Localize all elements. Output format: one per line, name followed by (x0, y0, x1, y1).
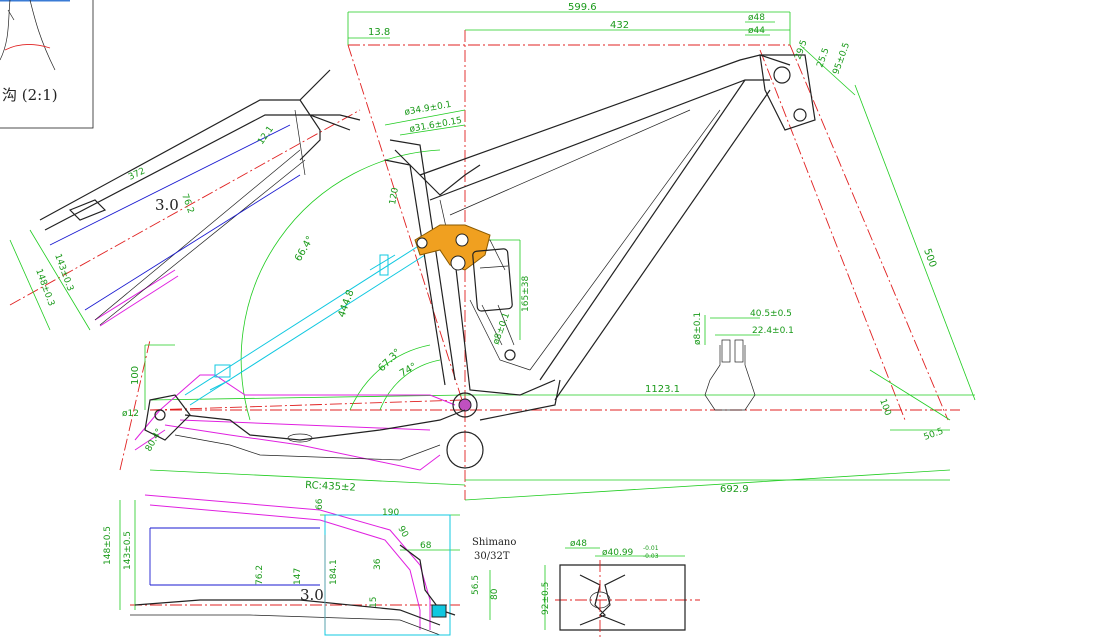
shimano-line1: Shimano (472, 537, 516, 548)
bottom-thickness: 3.0 (300, 586, 324, 604)
dim-wheelbase: 1123.1 (645, 384, 680, 395)
mount-m3: ø8±0.1 (693, 312, 703, 345)
bb-id-tol-lower: -0.03 (643, 553, 659, 560)
bb-detail (559, 560, 686, 640)
bb-id: ø40.99 (602, 548, 634, 558)
mount-m1: 40.5±0.5 (750, 309, 792, 319)
bottom-w4: 147 (293, 568, 303, 585)
fork-width-dim: 76.2 (179, 193, 195, 215)
main-frame (39, 54, 816, 469)
fork-length-dim: 372 (127, 166, 147, 182)
dim-seat-angle: 66.4° (293, 234, 316, 263)
dim-head-offset: 50.5 (923, 427, 945, 443)
detail-box: 沟 (2:1) (0, 0, 94, 129)
bottom-len3: 36 (373, 558, 383, 570)
shock (414, 224, 516, 361)
dim-head-len1: 29.5 (793, 39, 809, 61)
bottom-len5: 56.5 (471, 575, 481, 595)
fork-dim-b: 148±0.3 (33, 268, 56, 308)
bottom-w2: 143±0.5 (123, 531, 133, 570)
dim-head-len2: 95±0.5 (831, 41, 852, 76)
mount-m2: 22.4±0.1 (752, 326, 794, 336)
bottom-w3: 76.2 (255, 565, 265, 585)
dim-drop-hole: ø12 (122, 409, 139, 419)
dim-chain-stay: RC:435±2 (305, 480, 356, 494)
dim-eye: ø8±0.1 (491, 312, 512, 347)
bottom-w5: 184.1 (329, 559, 339, 585)
bottom-len1: 190 (382, 508, 399, 518)
dim-reach: 432 (610, 20, 629, 31)
shimano-line2: 30/32T (474, 551, 510, 562)
dim-seat-od: ø34.9±0.1 (404, 100, 452, 118)
dim-head-od: ø48 (748, 13, 765, 23)
bottom-tip2: 90 (395, 525, 410, 540)
dim-head-id: ø44 (748, 26, 765, 36)
mount-detail (704, 339, 756, 411)
fork-guides (49, 124, 301, 311)
dim-seat-len: 120 (388, 187, 401, 206)
bottom-view (130, 494, 456, 636)
bottom-len6: 15 (369, 597, 379, 608)
bottom-len4: 80 (490, 588, 500, 600)
dim-st-len: 444.8 (336, 288, 356, 319)
dim-head-drop: 100 (877, 398, 892, 418)
bb-width: 92±0.5 (541, 582, 551, 615)
bottom-w1: 148±0.5 (103, 526, 113, 565)
dim-offset: 13.8 (368, 27, 390, 38)
seatstay (184, 244, 426, 406)
bottom-tip1: 66 (315, 498, 325, 510)
dim-stroke: 165±38 (521, 276, 531, 312)
dim-bb-angle2: 74° (398, 361, 419, 379)
bb-od: ø48 (570, 539, 587, 549)
bb-id-tol-upper: -0.01 (643, 545, 659, 552)
dim-stack-front: 692.9 (720, 484, 749, 495)
dim-drop-h: 100 (130, 366, 141, 385)
dim-overall: 599.6 (568, 2, 597, 13)
bottom-len2: 68 (420, 541, 432, 551)
detail-box-label: 沟 (2:1) (2, 86, 58, 104)
fork-thickness: 3.0 (155, 196, 179, 214)
fork-tip-dim: 12.1 (256, 125, 276, 147)
centerlines (9, 30, 960, 606)
dim-head-len3: 25.5 (815, 47, 831, 69)
